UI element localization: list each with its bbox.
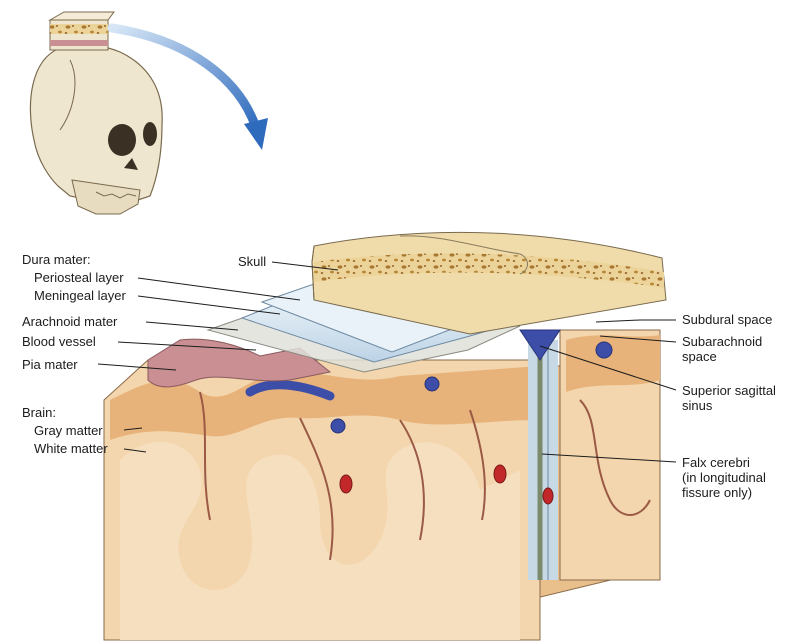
- meningeal-layers: [206, 231, 667, 373]
- leader-periosteal: [137, 277, 301, 301]
- label-white-matter: White matter: [34, 441, 108, 456]
- leader-arachnoid: [145, 321, 239, 331]
- leader-skull: [271, 261, 339, 271]
- label-meningeal-layer: Meningeal layer: [34, 288, 126, 303]
- leader-subdural: [595, 319, 676, 323]
- leader-white-matter: [123, 448, 147, 453]
- label-falx-cerebri: Falx cerebri (in longitudinal fissure on…: [682, 455, 766, 500]
- leader-lines: [97, 261, 677, 463]
- label-superior-sagittal-sinus: Superior sagittal sinus: [682, 383, 776, 413]
- label-subarachnoid-space: Subarachnoid space: [682, 334, 763, 364]
- leader-meningeal: [137, 295, 281, 315]
- label-blood-vessel: Blood vessel: [22, 334, 96, 349]
- leader-sinus: [539, 345, 677, 391]
- label-skull: Skull: [238, 254, 267, 269]
- leader-gray-matter: [123, 427, 143, 431]
- leader-falx: [541, 453, 677, 463]
- brain-block: [103, 329, 661, 641]
- leader-pia: [97, 363, 177, 371]
- label-periosteal-layer: Periosteal layer: [34, 270, 124, 285]
- label-gray-matter: Gray matter: [34, 423, 103, 438]
- leader-subarachnoid: [599, 335, 677, 343]
- skull-illustration: [29, 11, 163, 215]
- leader-blood-vessel: [117, 341, 257, 351]
- curved-arrow: [107, 23, 268, 150]
- label-brain: Brain:: [22, 405, 56, 420]
- label-pia-mater: Pia mater: [22, 357, 78, 372]
- label-arachnoid-mater: Arachnoid mater: [22, 314, 118, 329]
- label-dura-mater: Dura mater:: [22, 252, 91, 267]
- label-subdural-space: Subdural space: [682, 312, 773, 327]
